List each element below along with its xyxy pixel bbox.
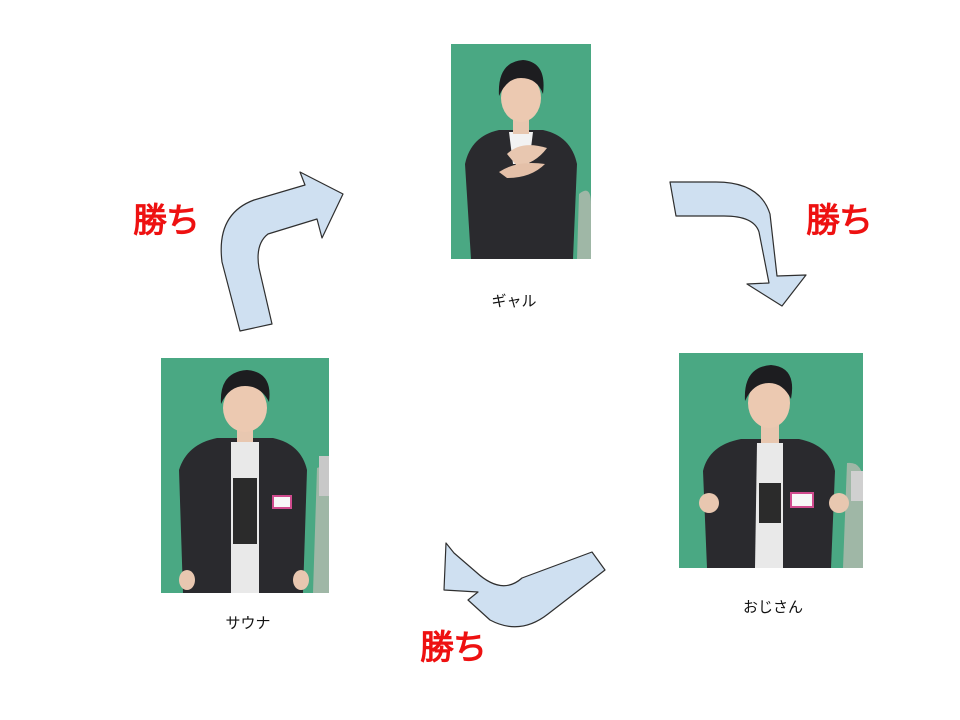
person-illustration-sauna [161,358,329,593]
photo-ojisan [679,353,863,568]
person-illustration-gal [451,44,591,259]
arrow-sauna-to-gal [220,171,344,332]
photo-gal [451,44,591,259]
photo-sauna [161,358,329,593]
caption-sauna: サウナ [225,614,271,632]
win-label-gal-to-ojisan: 勝ち [806,201,873,241]
arrow-gal-to-ojisan [669,181,807,307]
caption-gal: ギャル [491,292,537,310]
person-illustration-ojisan [679,353,863,568]
arrow-ojisan-to-sauna [443,542,606,628]
win-label-ojisan-to-sauna: 勝ち [420,628,487,668]
caption-ojisan: おじさん [742,598,804,616]
win-label-sauna-to-gal: 勝ち [133,201,200,241]
